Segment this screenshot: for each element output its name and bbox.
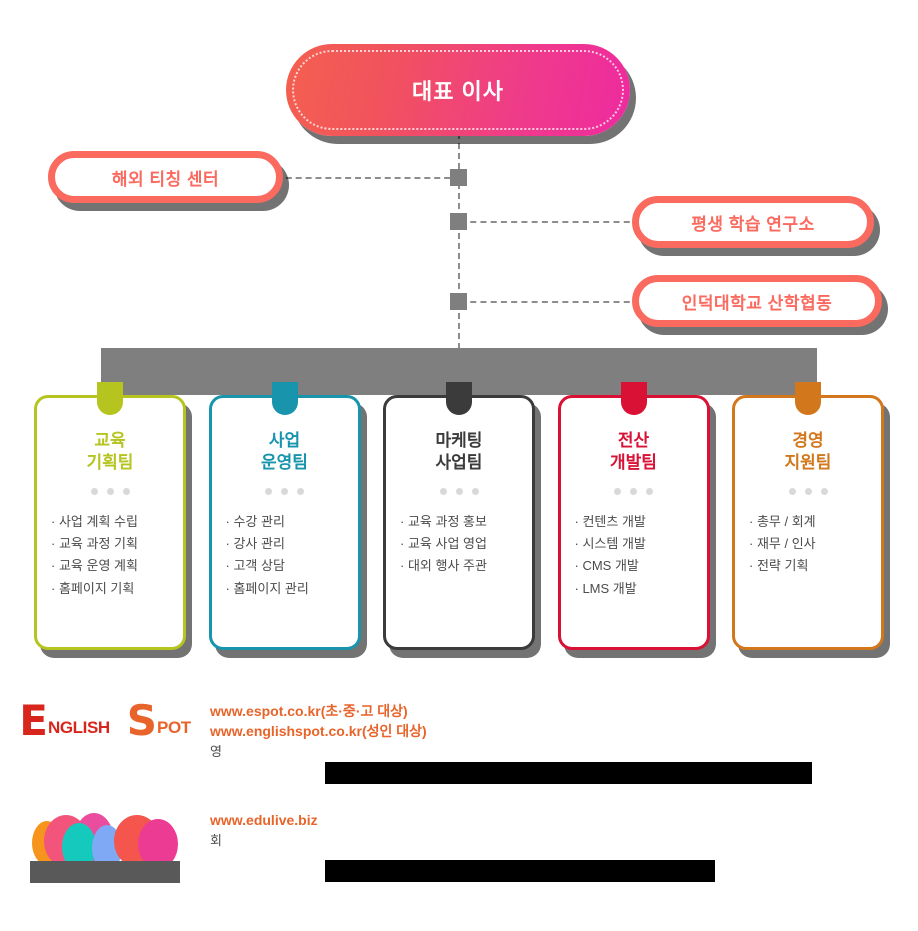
ceo-node[interactable]: 대표 이사 (286, 44, 630, 136)
connector-node-3 (450, 293, 467, 310)
redaction-bar (325, 860, 715, 882)
brand-url[interactable]: www.edulive.biz (210, 812, 318, 829)
list-item: CMS 개발 (575, 555, 707, 577)
edulive-logo (30, 813, 180, 884)
affiliate-node-overseas-teaching-center[interactable]: 해외 티칭 센터 (48, 151, 283, 203)
card-tab-icon (446, 382, 472, 415)
list-item: 홈페이지 관리 (226, 578, 358, 600)
card-tab-icon (271, 382, 298, 415)
brand-url[interactable]: www.englishspot.co.kr(성인 대상) (210, 722, 427, 739)
connector-node-1 (450, 169, 467, 186)
card-tab-icon (620, 382, 647, 415)
list-item: 사업 계획 수립 (51, 511, 183, 533)
affiliate-label: 해외 티칭 센터 (111, 169, 220, 189)
team-title: 경영 지원팀 (784, 431, 832, 472)
connector-line-right-1 (460, 221, 640, 223)
spot-wordmark-rest: POT (157, 718, 191, 738)
letter-s-icon: S (126, 696, 158, 745)
connector-line-left (266, 177, 460, 179)
english-wordmark-rest: NGLISH (47, 718, 110, 738)
team-duty-list: 사업 계획 수립 교육 과정 기획 교육 운영 계획 홈페이지 기획 (37, 511, 183, 600)
list-item: 대외 행사 주관 (400, 555, 532, 577)
redaction-bar (325, 762, 812, 784)
team-title: 사업 운영팀 (261, 431, 308, 472)
list-item: 홈페이지 기획 (51, 578, 183, 600)
list-item: 교육 과정 홍보 (400, 511, 532, 533)
list-item: 교육 운영 계획 (51, 555, 183, 577)
team-duty-list: 총무 / 회계 재무 / 인사 전략 기획 (735, 511, 881, 578)
spot-wordmark: S POT (126, 696, 191, 745)
letter-e-icon: E (19, 696, 48, 745)
team-title: 교육 기획팀 (86, 431, 134, 472)
team-card-business-operations[interactable]: 사업 운영팀 수강 관리 강사 관리 고객 상담 홈페이지 관리 (208, 382, 361, 650)
affiliate-label: 인덕대학교 산학협동 (681, 293, 833, 313)
english-spot-text-block: www.espot.co.kr(초·중·고 대상) www.englishspo… (210, 700, 427, 761)
brand-row-edulive: www.edulive.biz 회 (0, 809, 918, 884)
card-tab-icon (97, 382, 123, 415)
affiliate-node-induk-university-cooperation[interactable]: 인덕대학교 산학협동 (632, 275, 882, 327)
list-item: 고객 상담 (226, 555, 358, 577)
footer-brands: E NGLISH S POT www.espot.co.kr(초·중·고 대상)… (0, 696, 918, 931)
brand-row-english-spot: E NGLISH S POT www.espot.co.kr(초·중·고 대상)… (0, 696, 918, 761)
english-wordmark: E NGLISH (19, 696, 110, 745)
dot-separator (735, 487, 881, 495)
dot-separator (37, 487, 183, 495)
team-card-marketing-business[interactable]: 마케팅 사업팀 교육 과정 홍보 교육 사업 영업 대외 행사 주관 (383, 382, 535, 650)
list-item: 시스템 개발 (575, 533, 707, 555)
team-card-management-support[interactable]: 경영 지원팀 총무 / 회계 재무 / 인사 전략 기획 (732, 382, 884, 650)
team-title: 마케팅 사업팀 (435, 431, 483, 472)
english-spot-logo: E NGLISH S POT (19, 696, 191, 745)
list-item: 수강 관리 (226, 511, 358, 533)
brand-description: 회 (210, 833, 222, 849)
logo-blob-icon (138, 819, 178, 870)
team-card-row: 교육 기획팀 사업 계획 수립 교육 과정 기획 교육 운영 계획 홈페이지 기… (34, 382, 884, 660)
edulive-logo-slot (0, 809, 210, 884)
list-item: 총무 / 회계 (749, 511, 881, 533)
team-duty-list: 컨텐츠 개발 시스템 개발 CMS 개발 LMS 개발 (561, 511, 707, 600)
connector-vertical-line (458, 133, 460, 349)
team-card-it-development[interactable]: 전산 개발팀 컨텐츠 개발 시스템 개발 CMS 개발 LMS 개발 (557, 382, 710, 650)
connector-node-2 (450, 213, 467, 230)
dot-separator (386, 487, 532, 495)
list-item: 교육 사업 영업 (400, 533, 532, 555)
logo-base-bar (30, 861, 180, 884)
brand-description: 영 (210, 743, 222, 759)
english-spot-logo-slot: E NGLISH S POT (0, 696, 210, 745)
list-item: LMS 개발 (575, 578, 707, 600)
list-item: 교육 과정 기획 (51, 533, 183, 555)
edulive-text-block: www.edulive.biz 회 (210, 809, 318, 850)
list-item: 컨텐츠 개발 (575, 511, 707, 533)
dot-separator (212, 487, 358, 495)
team-title: 전산 개발팀 (610, 431, 657, 472)
dot-separator (561, 487, 707, 495)
affiliate-label: 평생 학습 연구소 (691, 214, 815, 234)
card-tab-icon (795, 382, 821, 415)
brand-url[interactable]: www.espot.co.kr(초·중·고 대상) (210, 703, 408, 719)
list-item: 강사 관리 (226, 533, 358, 555)
affiliate-node-lifelong-learning-institute[interactable]: 평생 학습 연구소 (632, 196, 874, 248)
connector-line-right-2 (460, 301, 640, 303)
team-card-education-planning[interactable]: 교육 기획팀 사업 계획 수립 교육 과정 기획 교육 운영 계획 홈페이지 기… (34, 382, 186, 650)
list-item: 전략 기획 (749, 555, 881, 577)
list-item: 재무 / 인사 (749, 533, 881, 555)
team-duty-list: 수강 관리 강사 관리 고객 상담 홈페이지 관리 (212, 511, 358, 600)
ceo-label: 대표 이사 (411, 79, 505, 104)
team-duty-list: 교육 과정 홍보 교육 사업 영업 대외 행사 주관 (386, 511, 532, 578)
